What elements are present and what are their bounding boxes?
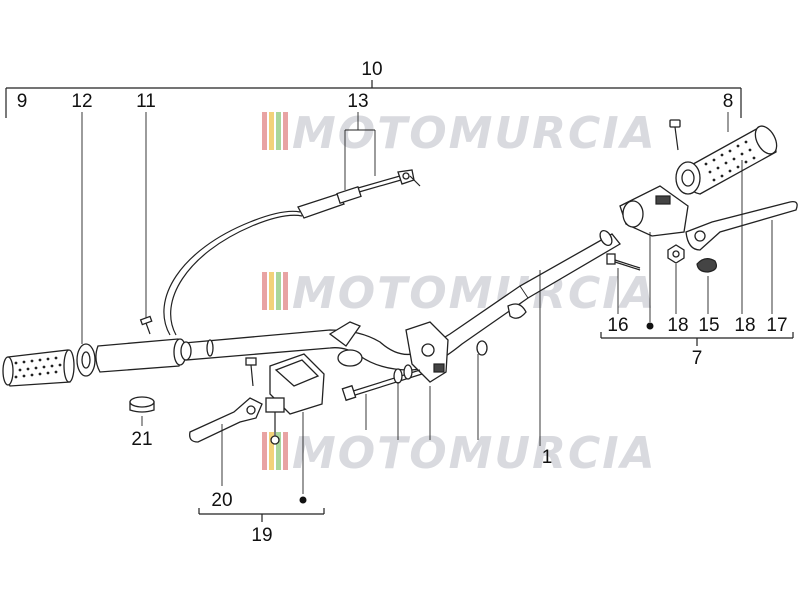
screw-top-right: [669, 119, 681, 151]
watermark-text: MOTOMURCIA: [292, 268, 657, 319]
label-18-a: 18: [667, 315, 688, 336]
right-grip: [684, 125, 778, 195]
watermark-text: MOTOMURCIA: [292, 428, 657, 479]
master-cylinder: [245, 353, 325, 445]
label-8: 8: [723, 91, 734, 112]
right-lever: [685, 201, 798, 251]
leader-lines-top: [81, 112, 729, 344]
label-18-b: 18: [734, 315, 755, 336]
throttle-sleeve: [95, 338, 187, 373]
label-1: 1: [542, 447, 553, 468]
leader-lines-middle: [365, 270, 541, 446]
label-21: 21: [131, 429, 152, 450]
nut-18: [667, 244, 685, 264]
clamp-bolt: [341, 340, 488, 402]
label-16: 16: [607, 315, 628, 336]
washer-12: [76, 343, 96, 377]
throttle-cable: [163, 169, 421, 336]
label-10: 10: [361, 59, 382, 80]
label-12: 12: [71, 91, 92, 112]
label-20: 20: [211, 490, 232, 511]
left-lever: [189, 397, 263, 443]
left-grip: [2, 349, 75, 387]
watermark-middle: MOTOMURCIA: [262, 268, 657, 319]
leader-lines-lower-left: [221, 412, 307, 504]
label-19: 19: [251, 525, 272, 546]
screw-11: [139, 315, 153, 335]
label-15: 15: [698, 315, 719, 336]
clip-15: [696, 258, 718, 273]
label-9: 9: [17, 91, 28, 112]
leader-lines-right: [617, 160, 773, 330]
label-17: 17: [766, 315, 787, 336]
watermark-top: MOTOMURCIA: [262, 108, 657, 159]
right-washer: [675, 161, 701, 195]
screw-16: [606, 253, 641, 271]
handlebar-tube: [180, 229, 621, 371]
bracket-10: [5, 80, 742, 118]
bracket-19: [198, 508, 325, 522]
label-13: 13: [347, 91, 368, 112]
label-7: 7: [692, 348, 703, 369]
bracket-7: [600, 332, 794, 346]
label-11: 11: [136, 91, 156, 112]
handlebar-clamp: [405, 321, 449, 383]
watermark-bottom: MOTOMURCIA: [262, 428, 657, 479]
plug-21: [129, 396, 155, 426]
watermark-text: MOTOMURCIA: [292, 108, 657, 159]
lever-bracket: [619, 185, 689, 237]
